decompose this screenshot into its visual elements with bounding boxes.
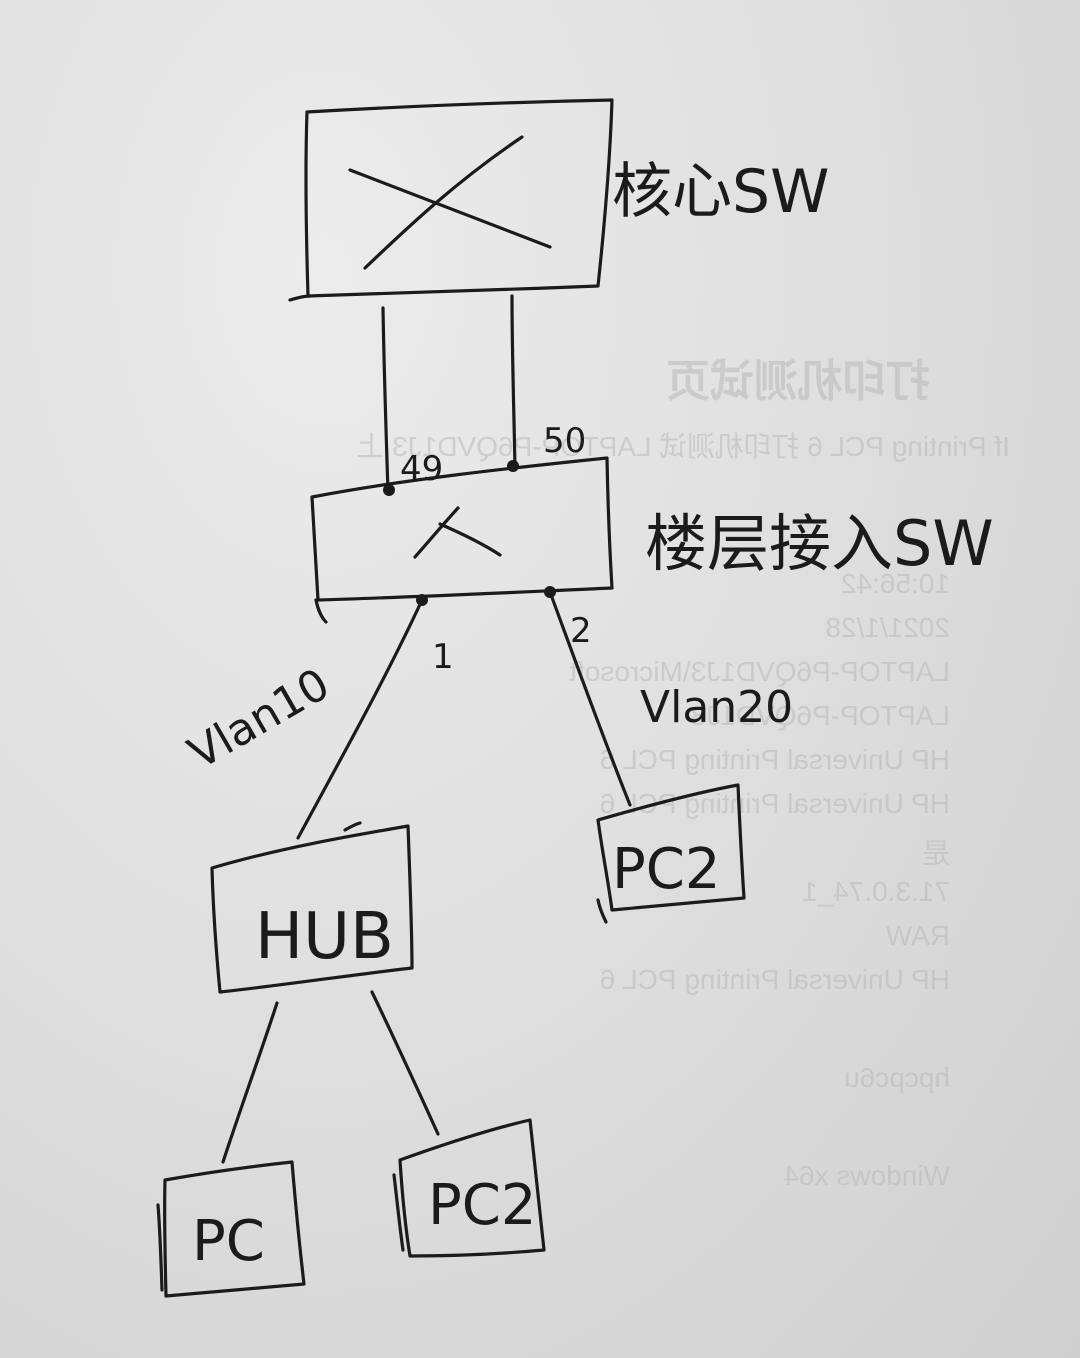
vlan10-label: Vlan10 <box>180 659 338 780</box>
link-vlan20 <box>548 590 632 807</box>
core-switch-cross-a <box>363 135 524 270</box>
access-switch <box>310 456 614 624</box>
uplink-line-49 <box>381 306 390 494</box>
port-50-dot <box>507 460 519 472</box>
port-2-label: 2 <box>570 611 592 651</box>
pc-left-box <box>162 1160 306 1298</box>
pc-right-tail <box>596 898 608 924</box>
access-switch-tail <box>314 598 328 624</box>
core-switch-cross-b <box>348 168 552 249</box>
pc-right-label: PC2 <box>612 837 721 902</box>
core-switch-label: 核心SW <box>612 157 829 227</box>
hub-box <box>210 824 414 994</box>
pc-left-node <box>156 1160 306 1298</box>
link-hub-pc <box>221 1001 279 1164</box>
pc-mid-node <box>392 1118 546 1258</box>
pc-mid-label: PC2 <box>428 1173 537 1238</box>
link-vlan10 <box>296 598 424 840</box>
pc-left-side <box>156 1203 164 1292</box>
hub-label: HUB <box>255 900 394 974</box>
core-switch-tail <box>288 294 312 302</box>
access-switch-box <box>310 456 614 602</box>
uplink-line-50 <box>510 294 517 472</box>
hub-node <box>210 821 414 994</box>
hub-tick <box>343 821 362 832</box>
access-switch-label: 楼层接入SW <box>645 507 994 580</box>
pc-right-node <box>596 783 746 924</box>
pc-right-box <box>596 783 746 912</box>
pc-mid-box <box>398 1118 546 1258</box>
pc-mid-side <box>392 1173 405 1252</box>
core-switch-box <box>304 98 614 298</box>
port-49-dot <box>383 484 395 496</box>
port-1-label: 1 <box>432 637 454 677</box>
access-switch-cross-b <box>438 522 502 557</box>
access-switch-cross-a <box>413 506 460 559</box>
link-hub-pc2 <box>370 990 440 1136</box>
vlan20-label: Vlan20 <box>640 682 793 733</box>
core-switch <box>288 98 614 302</box>
port-50-label: 50 <box>543 421 586 461</box>
pc-left-label: PC <box>192 1209 265 1274</box>
port-49-label: 49 <box>400 449 443 489</box>
